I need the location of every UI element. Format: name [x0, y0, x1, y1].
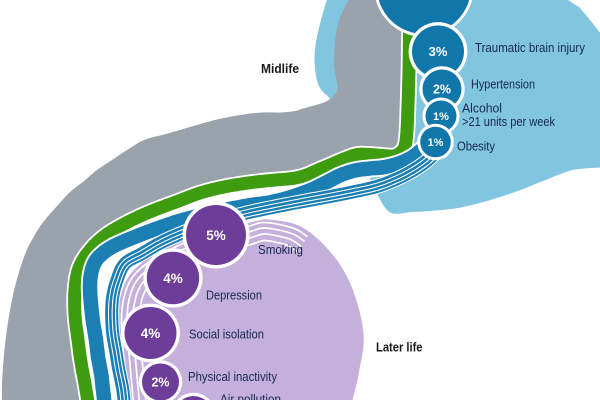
svg-text:2%: 2%	[151, 376, 169, 390]
svg-text:Depression: Depression	[206, 289, 262, 303]
svg-text:3%: 3%	[429, 44, 448, 59]
svg-text:1%: 1%	[428, 137, 444, 149]
svg-text:Smoking: Smoking	[258, 243, 303, 257]
svg-text:>21 units per week: >21 units per week	[462, 115, 556, 129]
svg-text:Social isolation: Social isolation	[189, 328, 264, 342]
svg-text:Hypertension: Hypertension	[471, 78, 535, 92]
svg-text:4%: 4%	[141, 326, 161, 341]
svg-text:Traumatic brain injury: Traumatic brain injury	[475, 41, 586, 55]
svg-text:Later life: Later life	[376, 339, 423, 354]
svg-text:1%: 1%	[433, 111, 449, 123]
svg-text:2%: 2%	[433, 83, 451, 97]
svg-text:Midlife: Midlife	[261, 61, 299, 76]
svg-text:Air pollution: Air pollution	[220, 393, 281, 401]
svg-text:Physical inactivity: Physical inactivity	[188, 370, 278, 384]
svg-text:4%: 4%	[163, 271, 183, 286]
svg-text:5%: 5%	[206, 228, 226, 243]
svg-text:Alcohol: Alcohol	[462, 102, 502, 116]
svg-text:Obesity: Obesity	[457, 140, 496, 154]
